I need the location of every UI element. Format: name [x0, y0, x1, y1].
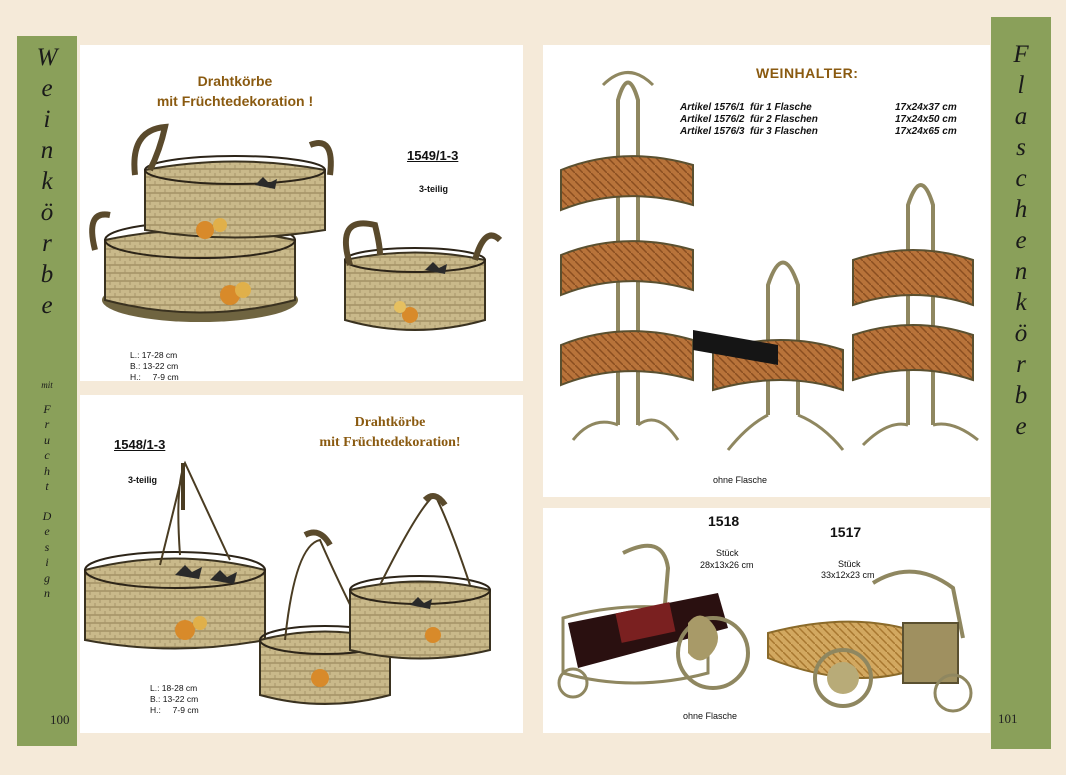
size-b: 33x12x23 cm: [821, 570, 875, 580]
right-sidebar-title: F l a s c h e n k ö r b e: [991, 39, 1051, 442]
piece-label-a: Stück: [716, 548, 739, 558]
product-code-b: 1517: [830, 524, 862, 540]
dimensions: L.: 18-28 cm B.: 13-22 cm H.: 7-9 cm: [150, 683, 199, 716]
dimension-line: B.: 13-22 cm: [130, 361, 179, 371]
panel-title: Drahtkörbe mit Früchtedekoration !: [135, 71, 335, 111]
letter: e: [1015, 413, 1027, 440]
word: mit: [41, 380, 53, 390]
letter: W: [36, 44, 58, 71]
letter: n: [1014, 258, 1028, 285]
product-panel-1549: Drahtkörbe mit Früchtedekoration ! 1549/…: [80, 45, 523, 383]
page-number-left: 100: [50, 712, 70, 727]
letter: r: [42, 230, 52, 257]
letter: ö: [40, 199, 54, 226]
dimension-line: L.: 18-28 cm: [150, 683, 198, 693]
letter: r: [1016, 351, 1026, 378]
letter: s: [1016, 134, 1026, 161]
letter: k: [1015, 289, 1027, 316]
letter: b: [40, 261, 54, 288]
right-sidebar: F l a s c h e n k ö r b e 101: [991, 17, 1051, 749]
product-code: 1549/1-3: [407, 148, 459, 163]
letter: i: [45, 555, 49, 569]
letter: e: [44, 524, 50, 538]
letter: n: [40, 137, 54, 164]
letter: k: [41, 168, 53, 195]
letter: i: [43, 106, 51, 133]
product-panel-weinhalter: WEINHALTER: Artikel 1576/1 für 1 Flasche…: [543, 45, 990, 497]
letter: e: [41, 75, 53, 102]
page-number-right: 101: [998, 711, 1018, 726]
letter: ö: [1014, 320, 1028, 347]
letter: F: [43, 401, 51, 416]
product-panel-1518-1517: 1518 Stück 28x13x26 cm 1517 Stück 33x12x…: [543, 508, 990, 733]
letter: D: [42, 508, 52, 523]
piece-label-b: Stück: [838, 559, 861, 569]
note: ohne Flasche: [683, 711, 738, 721]
title-line: Drahtkörbe: [197, 73, 273, 89]
left-sidebar: W e i n k ö r b e mit F r u c h t D e s …: [17, 36, 77, 746]
letter: s: [44, 539, 50, 554]
article-name: Artikel 1576/1 für 1 Flasche: [680, 102, 812, 113]
letter: e: [41, 292, 53, 319]
wine-rack-image: [560, 71, 979, 451]
basket-set-image: [89, 123, 503, 331]
article-row: Artikel 1576/2 für 2 Flaschen 17x24x50 c…: [680, 114, 957, 126]
letter: F: [1013, 41, 1029, 68]
letter: r: [44, 417, 50, 431]
dimensions: L.: 17-28 cm B.: 13-22 cm H.: 7-9 cm: [130, 350, 179, 383]
dimension-line: L.: 17-28 cm: [130, 350, 178, 360]
title-line: mit Früchtedekoration!: [319, 435, 461, 450]
product-code: 1548/1-3: [114, 437, 166, 452]
title-line: Drahtkörbe: [354, 415, 426, 430]
article-list: Artikel 1576/1 für 1 Flasche 17x24x37 cm…: [680, 102, 957, 138]
letter: b: [1014, 382, 1028, 409]
letter: t: [45, 479, 49, 493]
letter: c: [1015, 165, 1027, 192]
panel-title: Drahtkörbe mit Früchtedekoration!: [290, 413, 490, 453]
dimension-line: H.: 7-9 cm: [150, 705, 199, 715]
letter: g: [44, 570, 50, 585]
basket-set-image: [84, 460, 491, 705]
dimension-line: H.: 7-9 cm: [130, 372, 179, 382]
left-sidebar-subtitle: mit F r u c h t D e s i g n: [17, 378, 77, 602]
letter: n: [44, 586, 50, 600]
article-size: 17x24x65 cm: [895, 126, 957, 137]
letter: h: [44, 463, 50, 478]
letter: c: [44, 448, 50, 462]
left-sidebar-title: W e i n k ö r b e: [17, 42, 77, 321]
article-row: Artikel 1576/1 für 1 Flasche 17x24x37 cm: [680, 102, 957, 114]
piece-count: 3-teilig: [128, 475, 158, 485]
dimension-line: B.: 13-22 cm: [150, 694, 199, 704]
letter: h: [1014, 196, 1028, 223]
title-line: mit Früchtedekoration !: [156, 93, 314, 109]
panel-title: WEINHALTER:: [756, 65, 859, 81]
size-a: 28x13x26 cm: [700, 560, 754, 570]
letter: a: [1014, 103, 1028, 130]
product-code-a: 1518: [708, 513, 740, 529]
article-size: 17x24x37 cm: [895, 102, 957, 113]
article-name: Artikel 1576/3 für 3 Flaschen: [680, 126, 818, 137]
article-name: Artikel 1576/2 für 2 Flaschen: [680, 114, 818, 125]
article-size: 17x24x50 cm: [895, 114, 957, 125]
letter: u: [44, 432, 50, 447]
piece-count: 3-teilig: [419, 184, 449, 194]
article-row: Artikel 1576/3 für 3 Flaschen 17x24x65 c…: [680, 126, 957, 138]
note: ohne Flasche: [713, 475, 768, 485]
product-panel-1548: Drahtkörbe mit Früchtedekoration! 1548/1…: [80, 395, 523, 733]
letter: e: [1015, 227, 1027, 254]
letter: l: [1017, 72, 1025, 99]
bottle-cart-image: [557, 543, 973, 713]
